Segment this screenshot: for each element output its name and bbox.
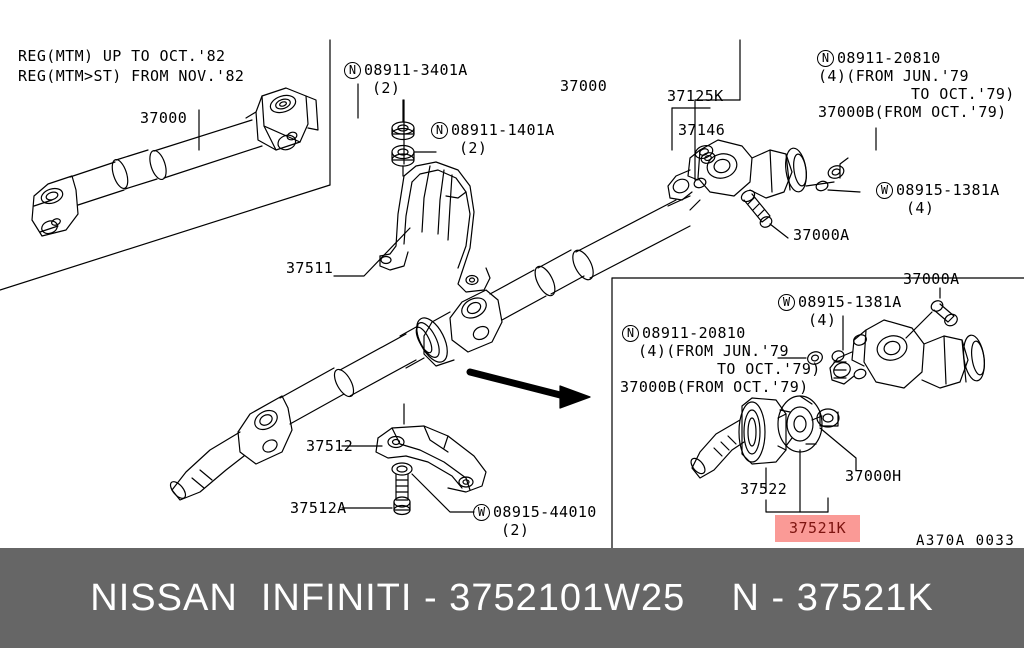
nut-stack-top [357,83,437,177]
top-right-leaders [805,127,877,187]
fastener-nut-1401a-qty: (2) [459,139,488,157]
callout-bolt-lower: 37512A [290,499,347,517]
callout-seal: 37146 [678,121,726,139]
note-reg-line2: REG(MTM>ST) FROM NOV.'82 [18,67,245,85]
inset-leaders [765,427,857,513]
leader-washer-44010 [411,473,475,513]
fastener-washer-1381a-top-number: 08915-1381A [896,181,1000,199]
fastener-washer-1381a-top-qty: (4) [906,199,935,217]
pointer-arrow [466,368,591,409]
bracket-37511 [379,161,491,293]
inset-box-lower-right [611,277,1024,549]
washer-symbol-icon: W [473,504,490,521]
inset-yoke-assembly [690,319,986,479]
fastener-nut-20810-top-line4: 37000B(FROM OCT.'79) [818,103,1007,121]
leader-37511 [333,227,411,277]
callout-flange-bolt-top: 37000A [793,226,850,244]
fastener-nut-20810-inset-line3: TO OCT.'79) [717,360,821,378]
fastener-washer-44010-qty: (2) [501,521,530,539]
nut-symbol-icon: N [817,50,834,67]
bolt-37000a-top [740,189,789,239]
nut-symbol-icon: N [344,62,361,79]
flange-nuts-right [815,157,861,193]
fastener-nut-20810-top-line3: TO OCT.'79) [911,85,1015,103]
note-reg-line1: REG(MTM) UP TO OCT.'82 [18,47,226,65]
inset-bolt-37000a [905,287,958,339]
bottom-banner: NISSAN INFINITI - 3752101W25 N - 37521K [0,548,1024,648]
callout-yoke-assy: 37000H [845,467,902,485]
callout-bracket-upper: 37511 [286,259,334,277]
fastener-nut-3401a-qty: (2) [372,79,401,97]
banner-part-reference: NISSAN INFINITI - 3752101W25 N - 37521K [90,576,934,619]
fastener-washer-44010-number: 08915-44010 [493,503,597,521]
bolt-37512a [391,462,413,516]
inset-box-top-left [0,39,331,291]
outline-top-right [671,39,741,181]
callout-dust-cover: 37522 [740,480,788,498]
fastener-washer-1381a-inset-qty: (4) [808,311,837,329]
fastener-nut-20810-inset-line2: (4)(FROM JUN.'79 [638,342,789,360]
callout-bracket-lower: 37512 [306,437,354,455]
fastener-nut-20810-top-line2: (4)(FROM JUN.'79 [818,67,969,85]
inset-fasteners [777,315,845,365]
fastener-nut-20810-inset-number: 08911-20810 [642,324,746,342]
washer-symbol-icon: W [778,294,795,311]
fastener-nut-3401a-number: 08911-3401A [364,61,468,79]
fastener-washer-1381a-inset-number: 08915-1381A [798,293,902,311]
washer-symbol-icon: W [876,182,893,199]
callout-main-shaft: 37000 [560,77,608,95]
fastener-nut-20810-inset-line4: 37000B(FROM OCT.'79) [620,378,809,396]
fastener-nut-1401a-number: 08911-1401A [451,121,555,139]
inset-propeller-shaft-37000 [31,87,319,237]
callout-flange-bolt-right: 37000A [903,270,960,288]
main-propeller-shaft [169,139,807,501]
callout-center-bearing: 37125K [667,87,724,105]
center-bearing-detail [694,144,714,160]
diagram-code: A370A 0033 [916,533,1016,549]
highlighted-part-number[interactable]: 37521K [775,515,861,542]
callout-inset-shaft: 37000 [140,109,188,127]
nut-symbol-icon: N [622,325,639,342]
bracket-37512 [375,425,487,493]
fastener-nut-20810-top-number: 08911-20810 [837,49,941,67]
nut-symbol-icon: N [431,122,448,139]
